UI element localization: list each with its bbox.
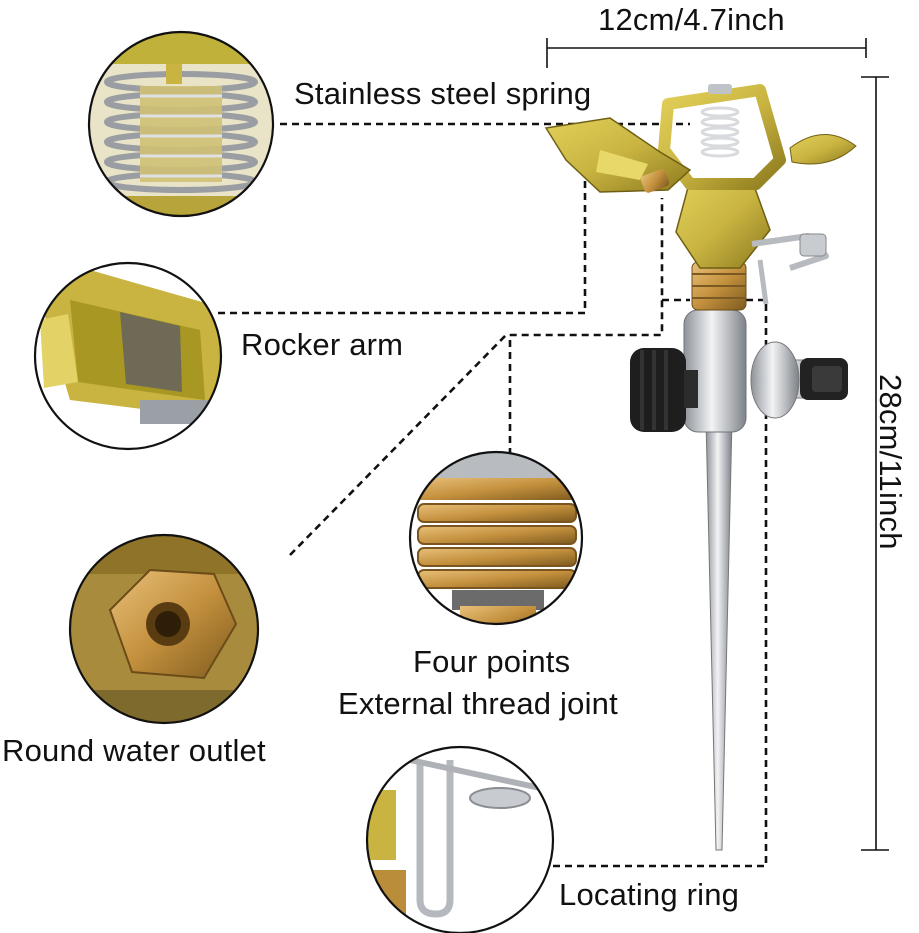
label-locating-ring: Locating ring [559,877,740,912]
flow-knob [630,348,698,432]
label-thread-line2: External thread joint [338,686,618,721]
deflector [789,134,857,165]
height-dimension-line [861,76,889,851]
detail-thread [408,450,584,626]
leader-lines [218,122,768,868]
label-thread-line1: Four points [413,644,571,679]
detail-spring [87,30,275,218]
detail-outlet [68,533,260,725]
detail-rocker [33,261,223,451]
sprinkler-product [544,84,857,851]
detail-ring [365,745,555,933]
width-dimension: 12cm/4.7inch [598,2,785,37]
spring-frame [658,84,786,190]
width-dimension-line [546,38,867,68]
height-dimension: 28cm/11inch [873,374,908,550]
label-water-outlet: Round water outlet [2,733,266,768]
label-spring: Stainless steel spring [294,76,592,111]
label-rocker-arm: Rocker arm [241,327,404,362]
spring [700,106,740,158]
sprinkler-body [675,179,771,269]
ground-stake [705,419,733,851]
